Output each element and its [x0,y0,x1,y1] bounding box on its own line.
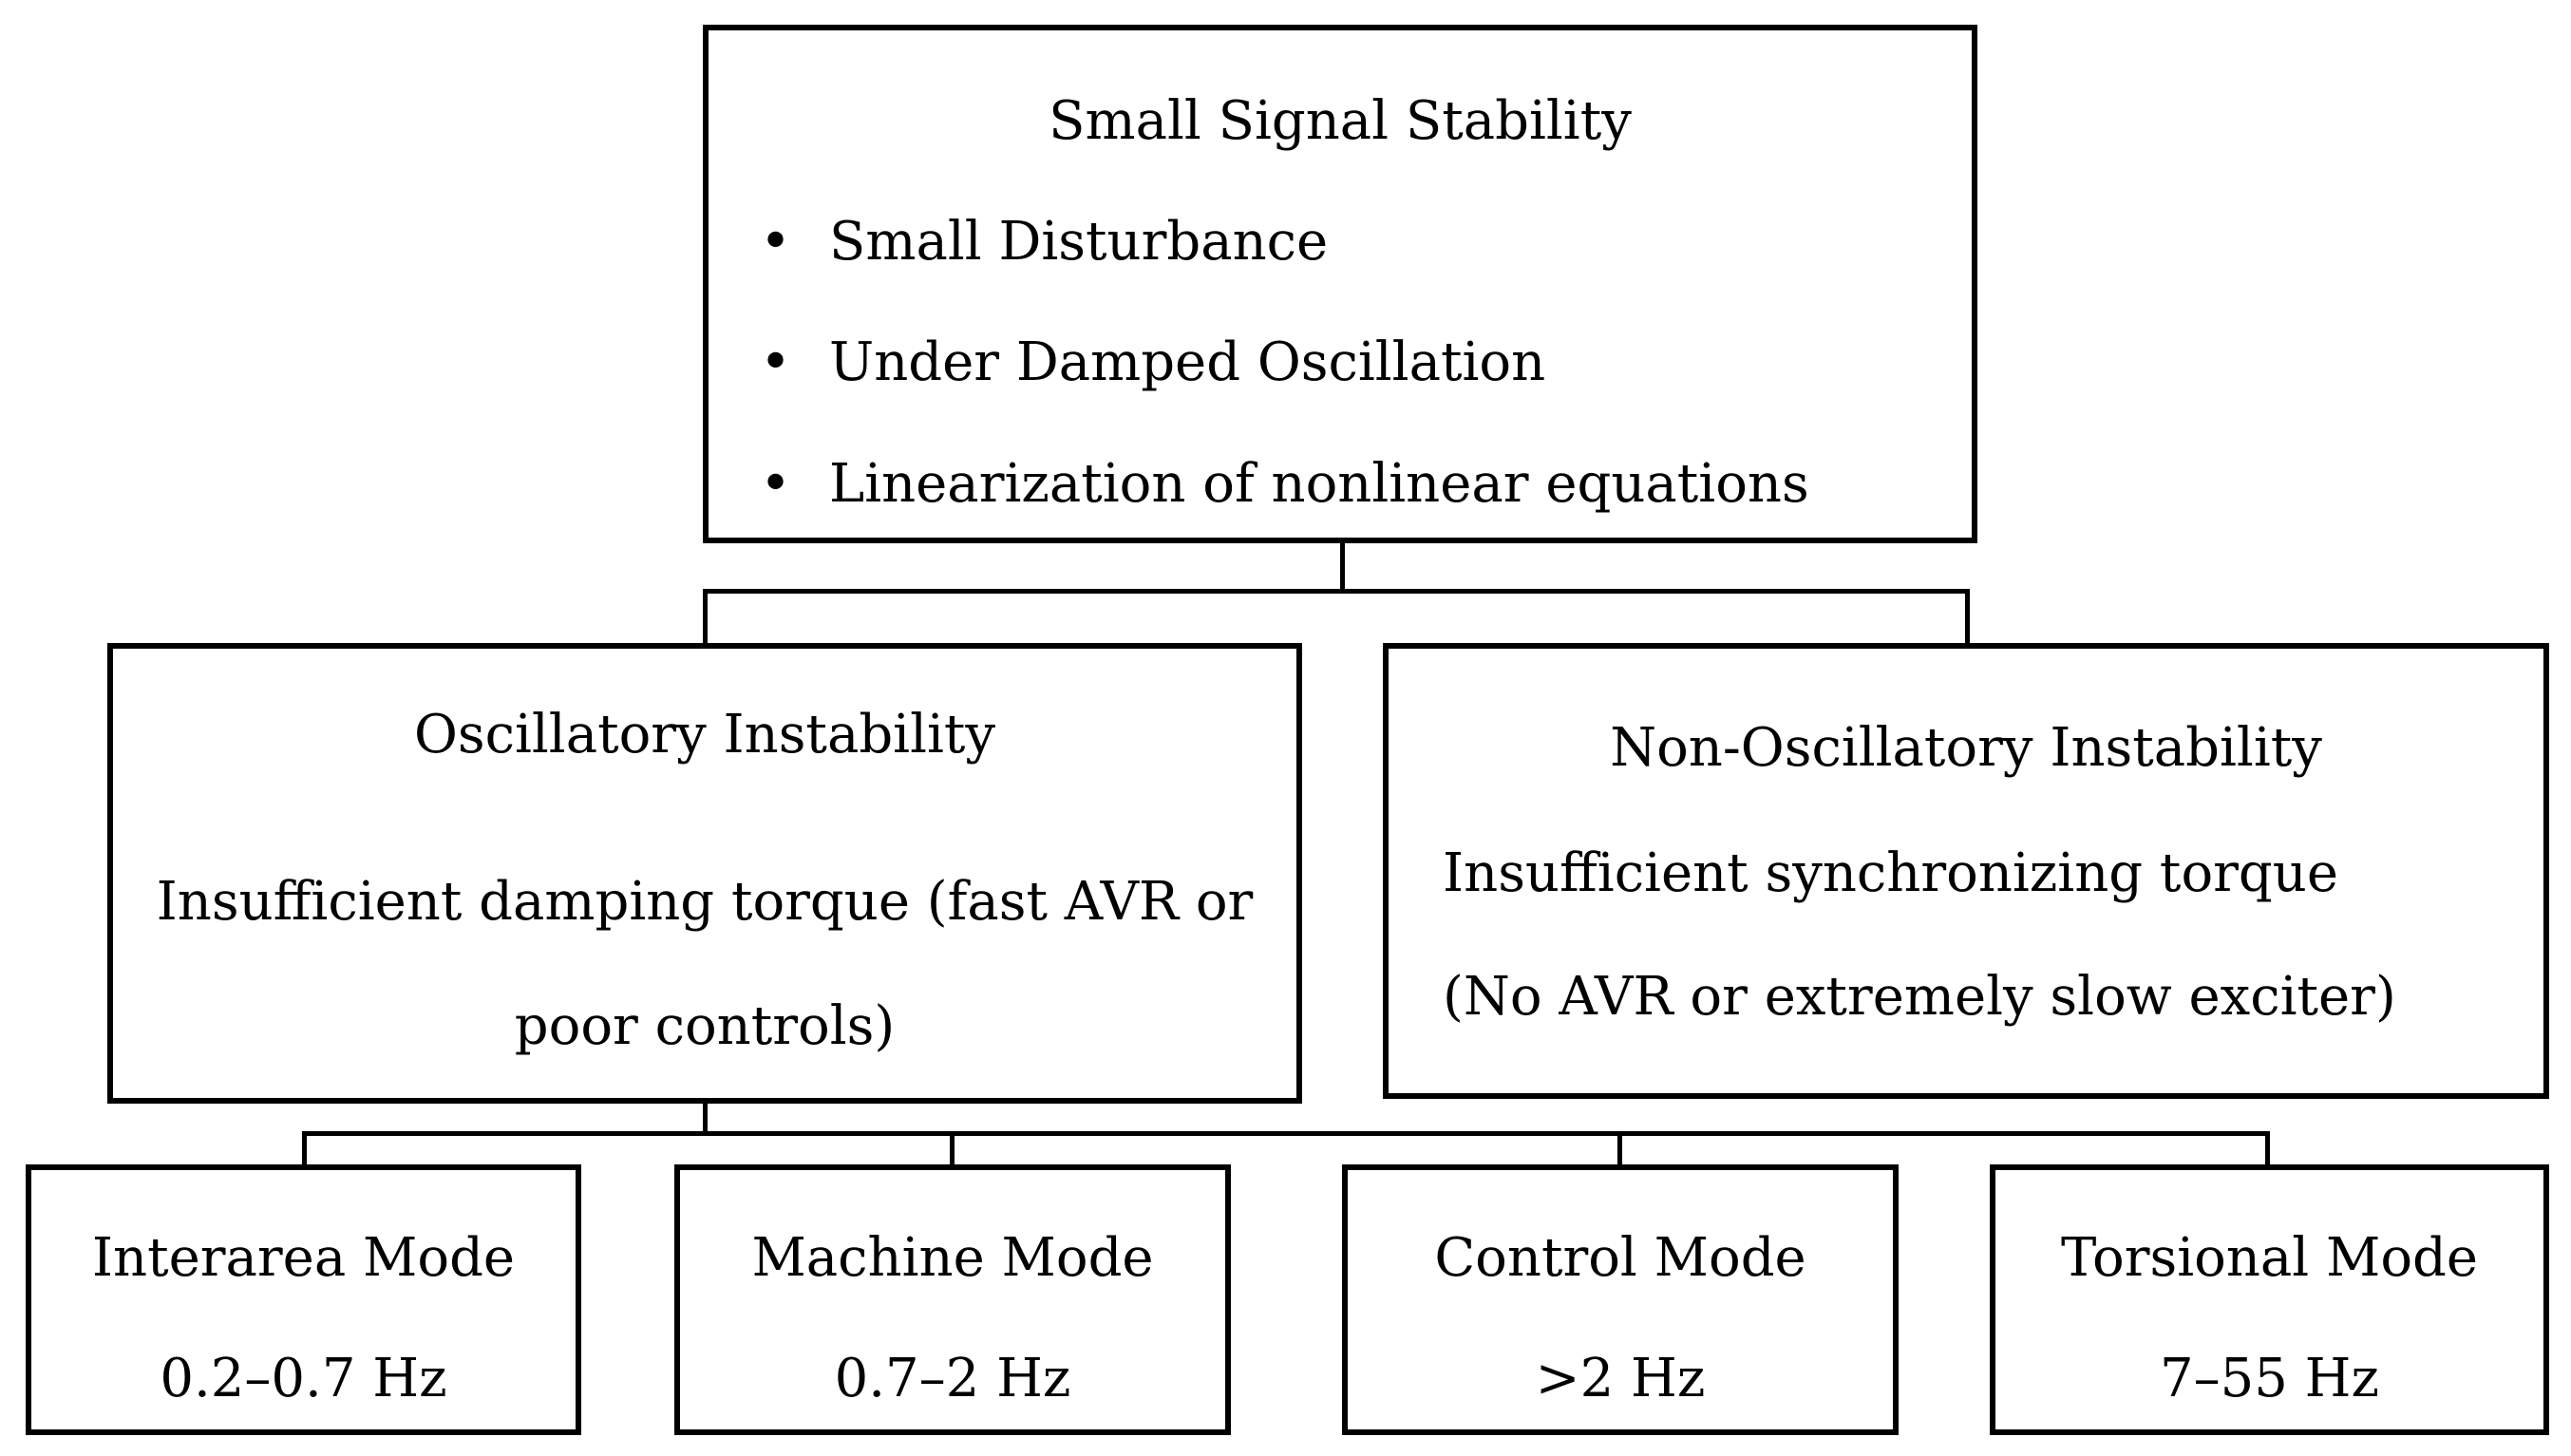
non-oscillatory-description-line2: (No AVR or extremely slow exciter) [1443,966,2396,1028]
interarea-mode-name: Interarea Mode [91,1227,516,1289]
connector-to-control-mode [1617,1131,1622,1164]
non-oscillatory-instability-box [1383,643,2549,1099]
bullet-under-damped-oscillation: Under Damped Oscillation [829,331,1546,393]
oscillatory-description-line1: Insufficient damping torque (fast AVR or [156,871,1254,933]
non-oscillatory-instability-title: Non-Oscillatory Instability [1610,717,2322,779]
oscillatory-instability-box [107,643,1302,1104]
connector-root-stem [1340,543,1345,593]
torsional-mode-box [1990,1164,2549,1435]
connector-oscillatory-stem [703,1104,708,1135]
interarea-mode-box [26,1164,581,1435]
bullet-linearization: Linearization of nonlinear equations [829,453,1809,515]
bullet-icon: • [760,331,792,393]
bullet-icon: • [760,453,792,515]
machine-mode-box [674,1164,1231,1435]
connector-to-oscillatory [703,589,708,643]
non-oscillatory-description-line1: Insufficient synchronizing torque [1443,842,2338,904]
connector-to-interarea-mode [302,1131,307,1164]
interarea-mode-range: 0.2–0.7 Hz [160,1348,447,1409]
bullet-small-disturbance: Small Disturbance [829,211,1329,273]
connector-to-non-oscillatory [1965,589,1970,643]
torsional-mode-name: Torsional Mode [2060,1227,2479,1289]
control-mode-box [1342,1164,1899,1435]
oscillatory-description-line2: poor controls) [514,995,896,1057]
connector-to-machine-mode [950,1131,955,1164]
machine-mode-range: 0.7–2 Hz [834,1348,1071,1409]
connector-level2-bar [703,589,1970,594]
small-signal-stability-title: Small Signal Stability [1049,90,1632,152]
control-mode-name: Control Mode [1434,1227,1806,1289]
connector-modes-bar [302,1131,2270,1136]
bullet-icon: • [760,211,792,273]
machine-mode-name: Machine Mode [751,1227,1154,1289]
small-signal-stability-box [703,25,1977,543]
connector-to-torsional-mode [2265,1131,2270,1164]
control-mode-range: >2 Hz [1535,1348,1706,1409]
oscillatory-instability-title: Oscillatory Instability [413,704,996,766]
torsional-mode-range: 7–55 Hz [2159,1348,2380,1409]
